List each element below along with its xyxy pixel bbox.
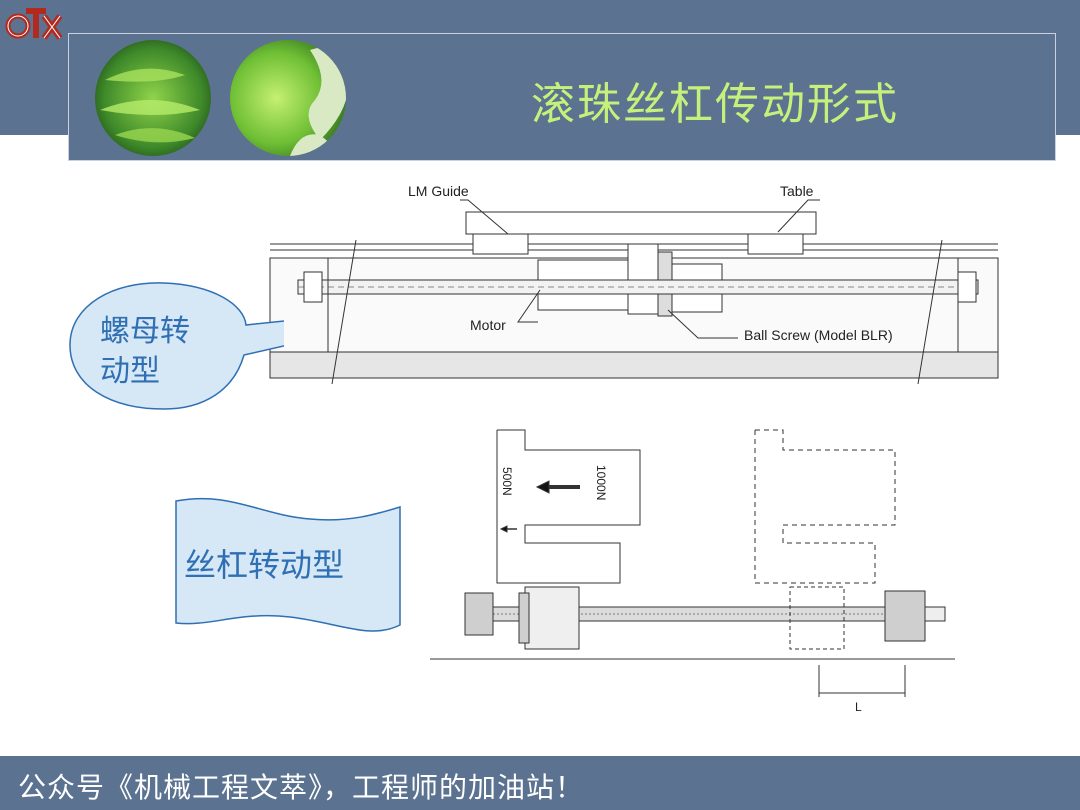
nut-rotating-line1: 螺母转 [100, 314, 190, 349]
footer-band [0, 756, 1080, 810]
nut-rotating-callout-text: 螺母转 动型 [100, 312, 220, 392]
label-ball-screw: Ball Screw (Model BLR) [744, 327, 893, 343]
nut-rotating-callout-shape [69, 282, 284, 410]
screw-rotating-diagram: 500N 1000N L [430, 429, 955, 714]
nut-rotating-line2: 动型 [100, 354, 160, 389]
logo-icon [5, 8, 63, 40]
leaf-image-right [230, 40, 346, 156]
label-dimension: L [855, 700, 862, 714]
screw-rotating-callout-text: 丝杠转动型 [184, 546, 345, 584]
page-title: 滚珠丝杠传动形式 [531, 79, 899, 130]
label-500n: 500N [500, 467, 514, 496]
nut-rotating-diagram: LM Guide Table Motor Ball Screw (Model B… [269, 183, 999, 385]
label-motor: Motor [470, 317, 506, 333]
screw-rotating-callout-shape [175, 497, 401, 632]
leaf-image-left [95, 40, 211, 156]
label-table: Table [780, 183, 814, 199]
label-lm-guide: LM Guide [408, 183, 469, 199]
label-1000n: 1000N [594, 465, 608, 500]
footer-text: 公众号《机械工程文萃》，工程师的加油站！ [18, 771, 585, 804]
